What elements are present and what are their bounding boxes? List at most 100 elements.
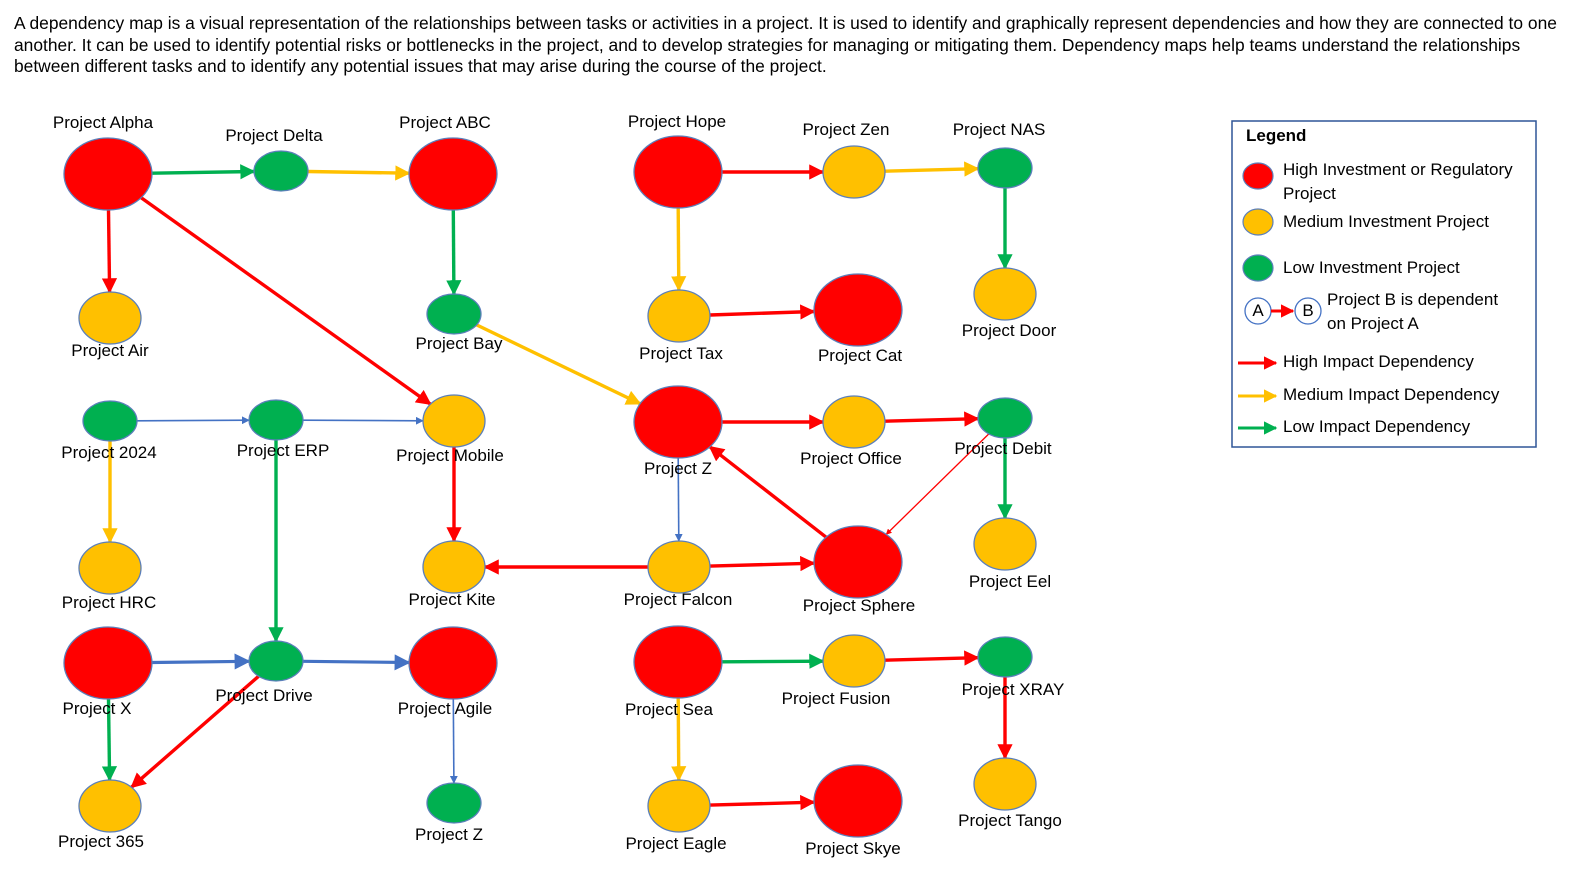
project-node-tax[interactable] bbox=[647, 289, 711, 343]
dependency-arrow-alpha-to-mobile bbox=[140, 196, 432, 406]
project-label-p2024: Project 2024 bbox=[61, 443, 156, 462]
project-node-nas[interactable] bbox=[977, 147, 1033, 189]
dependency-arrow-drive-to-agile bbox=[302, 654, 411, 671]
project-label-xray: Project XRAY bbox=[962, 680, 1065, 699]
project-label-agile: Project Agile bbox=[398, 699, 493, 718]
project-node-tango[interactable] bbox=[973, 757, 1037, 811]
project-node-alpha[interactable] bbox=[63, 137, 153, 211]
project-label-alpha: Project Alpha bbox=[53, 113, 154, 132]
dependency-arrow-office-to-debit bbox=[884, 411, 980, 427]
project-node-zen[interactable] bbox=[822, 145, 886, 199]
project-label-abc: Project ABC bbox=[399, 113, 491, 132]
project-label-office: Project Office bbox=[800, 449, 902, 468]
intro-paragraph: A dependency map is a visual representat… bbox=[14, 13, 1557, 76]
legend-medium-impact-label: Medium Impact Dependency bbox=[1283, 385, 1500, 404]
legend-example-b-label: B bbox=[1302, 301, 1313, 320]
project-node-falcon[interactable] bbox=[647, 540, 711, 594]
project-label-hrc: Project HRC bbox=[62, 593, 156, 612]
project-node-fusion[interactable] bbox=[822, 634, 886, 688]
project-label-fusion: Project Fusion bbox=[782, 689, 891, 708]
project-node-abc[interactable] bbox=[408, 137, 498, 211]
project-node-hope[interactable] bbox=[633, 135, 723, 209]
project-label-sea: Project Sea bbox=[625, 700, 713, 719]
project-node-drive[interactable] bbox=[248, 640, 304, 682]
project-node-skye[interactable] bbox=[813, 764, 903, 838]
project-label-falcon: Project Falcon bbox=[624, 590, 733, 609]
dependency-arrow-zen-to-nas bbox=[884, 161, 980, 177]
project-node-office[interactable] bbox=[822, 395, 886, 449]
dependency-arrow-agile-to-z2 bbox=[449, 698, 458, 784]
project-label-x: Project X bbox=[63, 699, 132, 718]
project-label-tango: Project Tango bbox=[958, 811, 1062, 830]
legend-low-impact-label: Low Impact Dependency bbox=[1283, 417, 1471, 436]
project-node-bay[interactable] bbox=[426, 293, 482, 335]
project-node-delta[interactable] bbox=[253, 150, 309, 192]
project-node-z[interactable] bbox=[633, 385, 723, 459]
legend-low-node-label: Low Investment Project bbox=[1283, 258, 1460, 277]
dependency-arrow-abc-to-bay bbox=[446, 209, 462, 296]
legend-medium-node-swatch bbox=[1242, 208, 1274, 236]
project-label-z2: Project Z bbox=[415, 825, 483, 844]
dependency-arrow-fusion-to-xray bbox=[884, 650, 980, 666]
project-node-air[interactable] bbox=[78, 291, 142, 345]
legend-dependency-label: Project B is dependent bbox=[1327, 290, 1498, 309]
dependency-arrow-alpha-to-delta bbox=[151, 164, 256, 180]
legend-high-node-label-2: Project bbox=[1283, 184, 1336, 203]
project-node-hrc[interactable] bbox=[78, 541, 142, 595]
project-label-skye: Project Skye bbox=[805, 839, 900, 858]
dependency-arrow-falcon-to-sphere bbox=[709, 555, 816, 572]
project-node-eel[interactable] bbox=[973, 517, 1037, 571]
legend-high-node-label: High Investment or Regulatory bbox=[1283, 160, 1513, 179]
dependency-arrow-eagle-to-skye bbox=[709, 794, 816, 811]
project-label-erp: Project ERP bbox=[237, 441, 330, 460]
project-node-p365[interactable] bbox=[78, 779, 142, 833]
project-node-p2024[interactable] bbox=[82, 400, 138, 442]
legend-example-node-b bbox=[1294, 297, 1322, 325]
project-node-mobile[interactable] bbox=[422, 394, 486, 448]
legend-example-a-label: A bbox=[1252, 301, 1264, 320]
legend-high-impact-label: High Impact Dependency bbox=[1283, 352, 1474, 371]
project-label-tax: Project Tax bbox=[639, 344, 723, 363]
dependency-arrow-sphere-to-z bbox=[708, 445, 828, 539]
dependency-arrow-alpha-to-air bbox=[101, 209, 118, 294]
project-node-x[interactable] bbox=[63, 626, 153, 700]
project-label-eel: Project Eel bbox=[969, 572, 1051, 591]
project-label-bay: Project Bay bbox=[416, 334, 503, 353]
project-node-sea[interactable] bbox=[633, 625, 723, 699]
project-label-door: Project Door bbox=[962, 321, 1057, 340]
legend: Legend High Investment or Regulatory Pro… bbox=[1231, 120, 1537, 448]
project-node-agile[interactable] bbox=[408, 626, 498, 700]
project-label-air: Project Air bbox=[71, 341, 149, 360]
legend-dependency-label-2: on Project A bbox=[1327, 314, 1419, 333]
project-node-sphere[interactable] bbox=[813, 525, 903, 599]
legend-medium-node-label: Medium Investment Project bbox=[1283, 212, 1489, 231]
dependency-arrow-debit-to-sphere bbox=[885, 433, 990, 535]
project-nodes bbox=[63, 135, 1037, 838]
project-node-erp[interactable] bbox=[248, 399, 304, 441]
project-node-door[interactable] bbox=[973, 267, 1037, 321]
project-label-eagle: Project Eagle bbox=[625, 834, 726, 853]
dependency-arrows bbox=[101, 161, 1013, 811]
project-label-delta: Project Delta bbox=[225, 126, 323, 145]
dependency-arrow-bay-to-z bbox=[475, 323, 642, 406]
project-node-cat[interactable] bbox=[813, 273, 903, 347]
project-label-hope: Project Hope bbox=[628, 112, 726, 131]
dependency-arrow-tax-to-cat bbox=[709, 304, 816, 320]
project-label-drive: Project Drive bbox=[215, 686, 312, 705]
dependency-arrow-hope-to-tax bbox=[671, 207, 687, 292]
project-label-cat: Project Cat bbox=[818, 346, 902, 365]
project-node-eagle[interactable] bbox=[647, 779, 711, 833]
project-label-sphere: Project Sphere bbox=[803, 596, 915, 615]
dependency-arrow-z-to-falcon bbox=[674, 457, 683, 542]
dependency-arrow-sea-to-eagle bbox=[671, 697, 687, 782]
dependency-arrow-delta-to-abc bbox=[307, 165, 411, 181]
dependency-arrow-drive-to-p365 bbox=[130, 675, 260, 789]
dependency-arrow-sea-to-fusion bbox=[721, 653, 825, 669]
project-node-z2[interactable] bbox=[426, 782, 482, 824]
project-node-xray[interactable] bbox=[977, 636, 1033, 678]
project-label-kite: Project Kite bbox=[409, 590, 496, 609]
project-node-debit[interactable] bbox=[977, 397, 1033, 439]
project-node-kite[interactable] bbox=[422, 540, 486, 594]
